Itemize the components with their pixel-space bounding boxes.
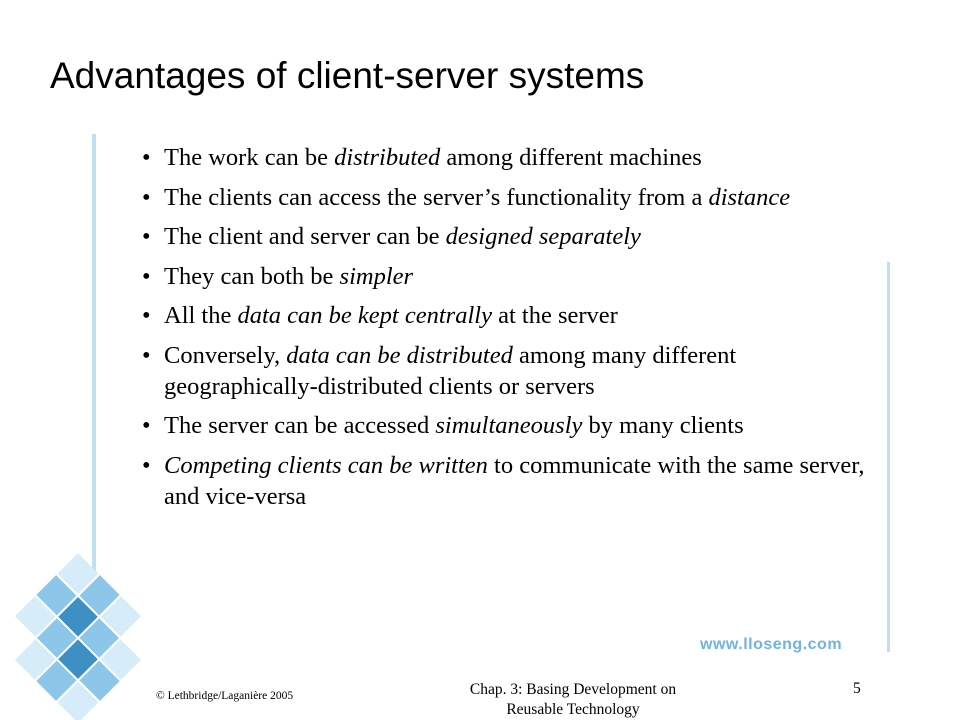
bullet-dot-icon: • bbox=[142, 223, 151, 250]
bullet-item: • Competing clients can be written to com… bbox=[142, 450, 882, 512]
bullet-dot-icon: • bbox=[142, 302, 151, 329]
bullet-dot-icon: • bbox=[142, 412, 151, 439]
bullet-text: by many clients bbox=[582, 412, 744, 439]
bullet-dot-icon: • bbox=[142, 341, 151, 369]
bullet-text: All the bbox=[164, 302, 238, 329]
bullet-text: to communicate with the same server, and… bbox=[164, 451, 865, 510]
bullet-item: • They can both be simpler bbox=[142, 261, 882, 292]
bullet-text: The client and server can be bbox=[164, 223, 446, 250]
bullet-emphasis: data can be distributed bbox=[286, 341, 513, 369]
bullet-emphasis: Competing clients can be written bbox=[164, 451, 488, 479]
bullet-emphasis: designed separately bbox=[445, 223, 641, 250]
bullet-item: • The client and server can be designed s… bbox=[142, 221, 882, 252]
bullet-item: • All the data can be kept centrally at t… bbox=[142, 300, 882, 331]
slide-title: Advantages of client-server systems bbox=[50, 55, 645, 96]
bullet-text: The work can be bbox=[164, 144, 335, 171]
bullet-text: at the server bbox=[491, 302, 618, 329]
bullet-emphasis: distributed bbox=[334, 144, 441, 171]
page-number: 5 bbox=[853, 680, 861, 697]
bullet-text: Conversely, bbox=[164, 341, 287, 369]
bullet-item: • Conversely, data can be distributed amo… bbox=[142, 340, 882, 402]
bullet-text: among different machines bbox=[440, 144, 702, 171]
bullet-emphasis: simultaneously bbox=[435, 412, 583, 439]
right-decorative-rule bbox=[887, 262, 890, 652]
copyright-text: © Lethbridge/Laganière 2005 bbox=[156, 690, 294, 702]
bullet-text: The clients can access the server’s func… bbox=[164, 183, 709, 211]
bullet-dot-icon: • bbox=[142, 262, 151, 290]
left-decorative-rule bbox=[92, 134, 96, 642]
bullet-emphasis: simpler bbox=[339, 262, 414, 290]
bullet-text: The server can be accessed bbox=[164, 412, 436, 439]
bullet-text: They can both be bbox=[164, 262, 340, 290]
mosaic-squares-logo-icon bbox=[13, 553, 143, 720]
bullet-list: • The work can be distributed among diffe… bbox=[142, 142, 882, 520]
bullet-emphasis: distance bbox=[708, 183, 791, 211]
bullet-item: • The clients can access the server’s fun… bbox=[142, 182, 882, 213]
bullet-dot-icon: • bbox=[142, 183, 151, 211]
chapter-footer: Chap. 3: Basing Development on Reusable … bbox=[469, 681, 677, 718]
bullet-text: among many different geographically-dist… bbox=[164, 341, 737, 400]
bullet-item: • The server can be accessed simultaneous… bbox=[142, 410, 882, 441]
bullet-dot-icon: • bbox=[142, 451, 151, 479]
bullet-dot-icon: • bbox=[142, 144, 151, 171]
bullet-item: • The work can be distributed among diffe… bbox=[142, 142, 882, 173]
bullet-emphasis: data can be kept centrally bbox=[237, 302, 492, 329]
website-link[interactable]: www.lloseng.com bbox=[700, 636, 843, 653]
